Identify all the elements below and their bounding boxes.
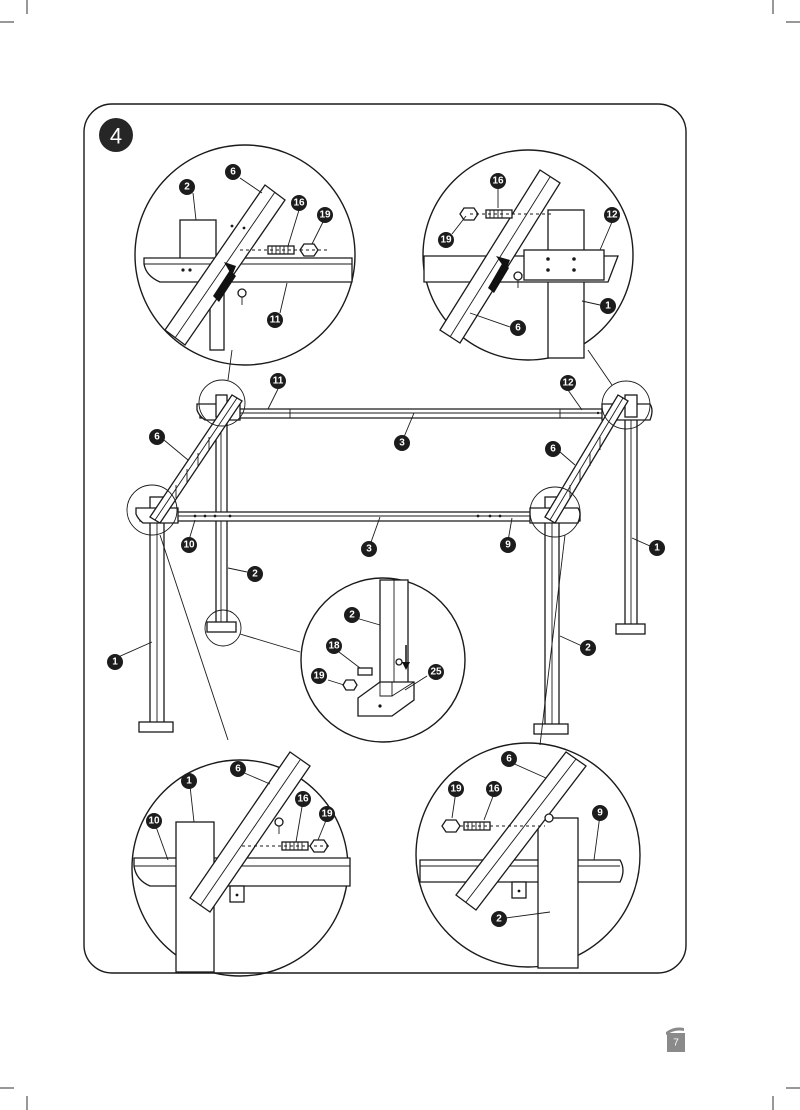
callout-badge: 2 [247, 566, 263, 582]
step-badge: 4 [99, 118, 133, 152]
callout-badge: 12 [560, 375, 576, 391]
svg-text:9: 9 [505, 540, 511, 551]
svg-text:2: 2 [349, 610, 355, 621]
svg-text:6: 6 [515, 323, 521, 334]
pergola-frame [126, 349, 653, 746]
svg-text:2: 2 [184, 182, 190, 193]
callout-badge: 2 [580, 640, 596, 656]
svg-text:19: 19 [313, 671, 325, 682]
nut-19-icon [441, 819, 461, 833]
callout-badge: 10 [181, 537, 197, 553]
svg-text:11: 11 [273, 376, 284, 387]
svg-text:19: 19 [450, 784, 462, 795]
callout-badge: 6 [510, 320, 526, 336]
svg-text:19: 19 [321, 809, 333, 820]
callout-badge: 6 [501, 751, 517, 767]
svg-text:25: 25 [430, 667, 442, 678]
detail-top-left [134, 144, 356, 366]
callout-badge: 18 [326, 638, 342, 654]
callout-badge: 6 [149, 429, 165, 445]
svg-text:2: 2 [496, 914, 502, 925]
callout-badge: 2 [491, 911, 507, 927]
callout-badge: 19 [319, 806, 335, 822]
svg-text:3: 3 [366, 544, 372, 555]
detail-bottom-right [415, 742, 641, 969]
svg-text:12: 12 [562, 378, 574, 389]
svg-text:1: 1 [605, 301, 611, 312]
callout-badge: 1 [649, 540, 665, 556]
callout-badge: 1 [107, 654, 123, 670]
svg-text:16: 16 [297, 794, 309, 805]
callout-badge: 1 [181, 773, 197, 789]
nut-19-icon [459, 207, 479, 221]
callout-badge: 11 [267, 312, 283, 328]
svg-text:12: 12 [606, 210, 618, 221]
svg-text:18: 18 [328, 641, 340, 652]
detail-top-right [422, 149, 634, 361]
callout-badge: 1 [600, 298, 616, 314]
svg-text:16: 16 [492, 176, 504, 187]
svg-text:6: 6 [230, 167, 236, 178]
svg-text:6: 6 [154, 432, 160, 443]
svg-text:11: 11 [270, 315, 281, 326]
svg-text:1: 1 [186, 776, 192, 787]
svg-text:2: 2 [585, 643, 591, 654]
callout-badge: 16 [490, 173, 506, 189]
svg-text:3: 3 [399, 438, 405, 449]
detail-center [300, 577, 466, 743]
step-number: 4 [110, 124, 122, 149]
svg-text:10: 10 [183, 540, 195, 551]
callout-badge: 10 [146, 813, 162, 829]
page-number-tab: 7 [666, 1027, 685, 1052]
callout-badge: 6 [230, 761, 246, 777]
callout-badge: 2 [344, 607, 360, 623]
bolt-18-icon [357, 667, 373, 676]
callout-badge: 11 [270, 373, 286, 389]
page-number: 7 [673, 1038, 679, 1049]
callout-badge: 19 [311, 668, 327, 684]
callout-badge: 6 [545, 441, 561, 457]
callout-badge: 6 [225, 164, 241, 180]
callout-badge: 16 [295, 791, 311, 807]
svg-text:10: 10 [148, 816, 160, 827]
callout-badge: 9 [592, 805, 608, 821]
callout-badge: 25 [428, 664, 444, 680]
svg-text:9: 9 [597, 808, 603, 819]
callout-badge: 19 [438, 232, 454, 248]
callout-badge: 12 [604, 207, 620, 223]
svg-text:19: 19 [440, 235, 452, 246]
callout-badge: 3 [361, 541, 377, 557]
svg-text:16: 16 [488, 784, 500, 795]
nut-19-icon [342, 679, 358, 691]
callout-badge: 19 [317, 207, 333, 223]
svg-text:16: 16 [293, 198, 305, 209]
callout-badge: 19 [448, 781, 464, 797]
detail-bottom-left [131, 751, 351, 977]
nut-19-icon [309, 839, 329, 853]
svg-text:2: 2 [252, 569, 258, 580]
callouts: 6 2 16 19 11 16 12 19 1 6 11 12 6 3 6 1 … [107, 164, 665, 927]
step-frame [83, 103, 687, 974]
svg-text:1: 1 [112, 657, 118, 668]
svg-text:6: 6 [506, 754, 512, 765]
callout-badge: 2 [179, 179, 195, 195]
callout-badge: 3 [394, 435, 410, 451]
callout-badge: 9 [500, 537, 516, 553]
svg-text:1: 1 [654, 543, 660, 554]
svg-text:6: 6 [235, 764, 241, 775]
callout-badge: 16 [486, 781, 502, 797]
leader-arrows [115, 177, 651, 919]
callout-badge: 16 [291, 195, 307, 211]
svg-text:6: 6 [550, 444, 556, 455]
svg-text:19: 19 [319, 210, 331, 221]
